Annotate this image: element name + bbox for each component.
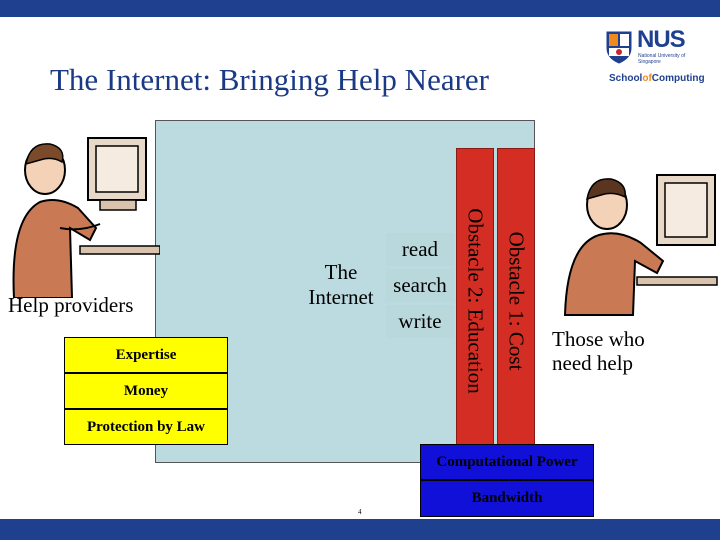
school-of: of xyxy=(642,73,652,84)
school-suffix: Computing xyxy=(651,73,705,84)
protection-by-law-box: Protection by Law xyxy=(64,409,228,445)
obstacle-cost: Obstacle 1: Cost xyxy=(497,148,535,453)
nus-logo: NUS National University of Singapore Sch… xyxy=(603,24,705,90)
help-providers-label: Help providers xyxy=(8,293,134,317)
slide-title: The Internet: Bringing Help Nearer xyxy=(50,62,489,97)
money-box: Money xyxy=(64,373,228,409)
crest-icon xyxy=(606,31,632,64)
expertise-box: Expertise xyxy=(64,337,228,373)
help-seeker-icon xyxy=(563,174,718,316)
obstacle-1-label: Obstacle 1: Cost xyxy=(504,231,529,370)
logo-subtitle: National University of Singapore xyxy=(638,53,686,65)
obstacle-education: Obstacle 2: Education xyxy=(456,148,494,453)
obstacle-2-label: Obstacle 2: Education xyxy=(463,207,488,394)
operation-write: write xyxy=(386,305,454,338)
school-prefix: School xyxy=(609,73,643,84)
operation-search: search xyxy=(386,269,454,302)
top-band xyxy=(0,0,720,17)
page-mark: 4 xyxy=(358,508,362,516)
school-name: SchoolofComputing xyxy=(609,73,705,84)
help-provider-icon xyxy=(12,137,160,298)
internet-label: The Internet xyxy=(308,260,374,309)
computational-power-box: Computational Power xyxy=(420,444,594,480)
operation-read: read xyxy=(386,233,454,266)
bottom-band xyxy=(0,519,720,540)
bandwidth-box: Bandwidth xyxy=(420,480,594,517)
logo-wordmark: NUS xyxy=(637,26,686,53)
those-who-need-help-label: Those who need help xyxy=(552,327,645,375)
